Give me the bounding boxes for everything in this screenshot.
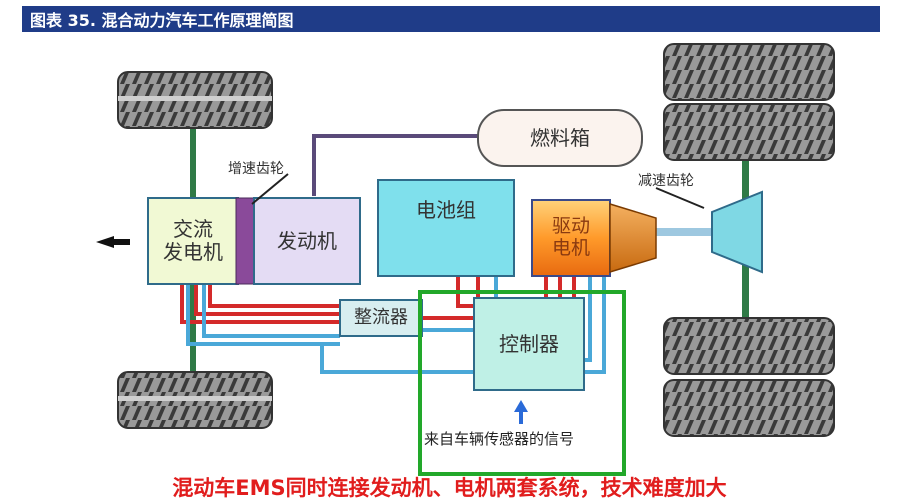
fuel-tank-label: 燃料箱 xyxy=(530,125,590,150)
drive-motor-box xyxy=(531,199,611,277)
rectifier-box xyxy=(339,299,423,337)
figure-title: 图表 35. 混合动力汽车工作原理简图 xyxy=(30,11,294,30)
signal-lines xyxy=(186,228,712,374)
rectifier-label: 整流器 xyxy=(354,306,408,328)
tire-front-left xyxy=(117,71,273,129)
battery-label: 电池组 xyxy=(416,197,476,222)
drive-motor-label: 驱动 电机 xyxy=(551,215,590,259)
engine-box xyxy=(253,197,361,285)
reduction-gear-label: 减速齿轮 xyxy=(638,173,694,189)
controller-label: 控制器 xyxy=(499,331,559,356)
speedup-gear-label: 增速齿轮 xyxy=(228,161,284,177)
gear-pointer xyxy=(251,173,289,205)
differential xyxy=(711,190,763,274)
power-lines xyxy=(180,276,576,324)
speedup-gear-bar xyxy=(235,197,255,285)
fuel-tank-box xyxy=(477,109,643,167)
caption: 混动车EMS同时连接发动机、电机两套系统，技术难度加大 xyxy=(172,476,727,500)
direction-arrow-icon xyxy=(96,236,130,248)
engine-label: 发动机 xyxy=(277,228,337,253)
tire-front-right xyxy=(663,43,835,161)
motor-cone xyxy=(609,202,657,274)
battery-box xyxy=(377,179,515,277)
sensor-arrow-icon xyxy=(514,400,528,424)
fuel-line xyxy=(312,134,478,196)
figure-title-bar: 图表 35. 混合动力汽车工作原理简图 xyxy=(22,6,880,32)
tire-rear-left xyxy=(117,371,273,429)
alternator-box xyxy=(147,197,239,285)
alternator-label: 交流 发电机 xyxy=(163,217,223,264)
sensor-signal-label: 来自车辆传感器的信号 xyxy=(424,430,575,448)
tire-rear-right xyxy=(663,317,835,437)
reduction-gear-pointer xyxy=(655,187,705,209)
highlight-box xyxy=(418,290,626,476)
controller-box xyxy=(473,297,585,391)
